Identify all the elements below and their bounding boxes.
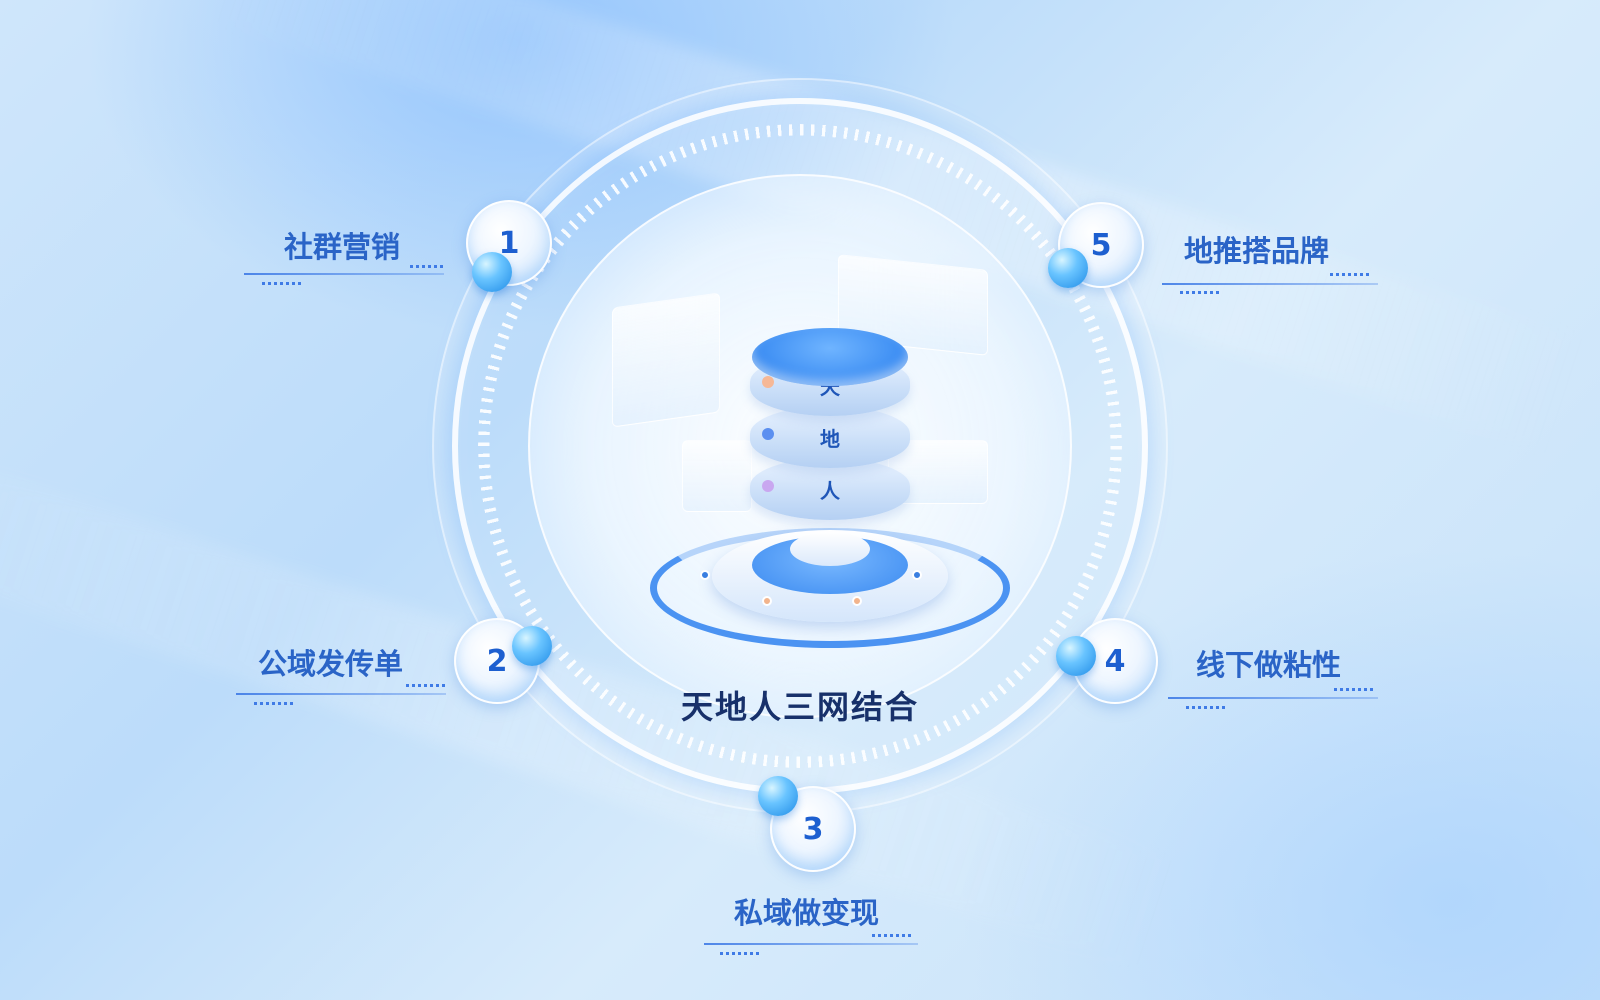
glass-panel	[612, 292, 720, 428]
stack-layer-3: 人	[750, 458, 910, 520]
node-3-label: 私域做变现	[734, 896, 880, 930]
glass-panel	[888, 440, 988, 504]
dots-divider	[872, 934, 912, 937]
main-title: 天地人三网结合	[680, 688, 919, 726]
underline	[1168, 697, 1378, 699]
base-pin	[700, 570, 710, 580]
dots-divider	[254, 702, 294, 705]
layer-dot	[762, 376, 774, 388]
node-3-number: 3	[802, 811, 824, 847]
underline	[236, 693, 446, 695]
node-1-bubble: 1	[466, 200, 552, 286]
layer-dot	[762, 480, 774, 492]
underline	[704, 943, 918, 945]
base-pin	[762, 596, 772, 606]
dots-divider	[410, 265, 444, 268]
stack-layer-2: 地	[750, 406, 910, 468]
node-2-label: 公域发传单	[258, 647, 404, 681]
orb-icon	[1056, 636, 1096, 676]
node-5-label: 地推搭品牌	[1184, 234, 1330, 268]
glass-panel	[682, 440, 752, 512]
dots-divider	[1186, 706, 1226, 709]
dots-divider	[406, 684, 446, 687]
underline	[1162, 283, 1378, 285]
layer-dot	[762, 428, 774, 440]
node-2-number: 2	[486, 643, 508, 679]
base-cap	[790, 532, 870, 566]
dots-divider	[1330, 273, 1370, 276]
stack-label-2: 地	[820, 426, 840, 451]
node-4-label: 线下做粘性	[1196, 648, 1342, 682]
underline	[244, 273, 444, 275]
node-5-number: 5	[1090, 227, 1112, 263]
node-4-number: 4	[1104, 643, 1126, 679]
stack-top-disc	[752, 328, 908, 386]
orb-icon	[758, 776, 798, 816]
dots-divider	[720, 952, 760, 955]
dots-divider	[262, 282, 302, 285]
base-pin	[912, 570, 922, 580]
node-1-label: 社群营销	[284, 230, 401, 264]
orb-icon	[472, 252, 512, 292]
orb-icon	[1048, 248, 1088, 288]
node-1-number: 1	[498, 225, 520, 261]
dots-divider	[1180, 291, 1220, 294]
orb-icon	[512, 626, 552, 666]
dots-divider	[1334, 688, 1374, 691]
base-pin	[852, 596, 862, 606]
stack-label-3: 人	[820, 478, 840, 503]
